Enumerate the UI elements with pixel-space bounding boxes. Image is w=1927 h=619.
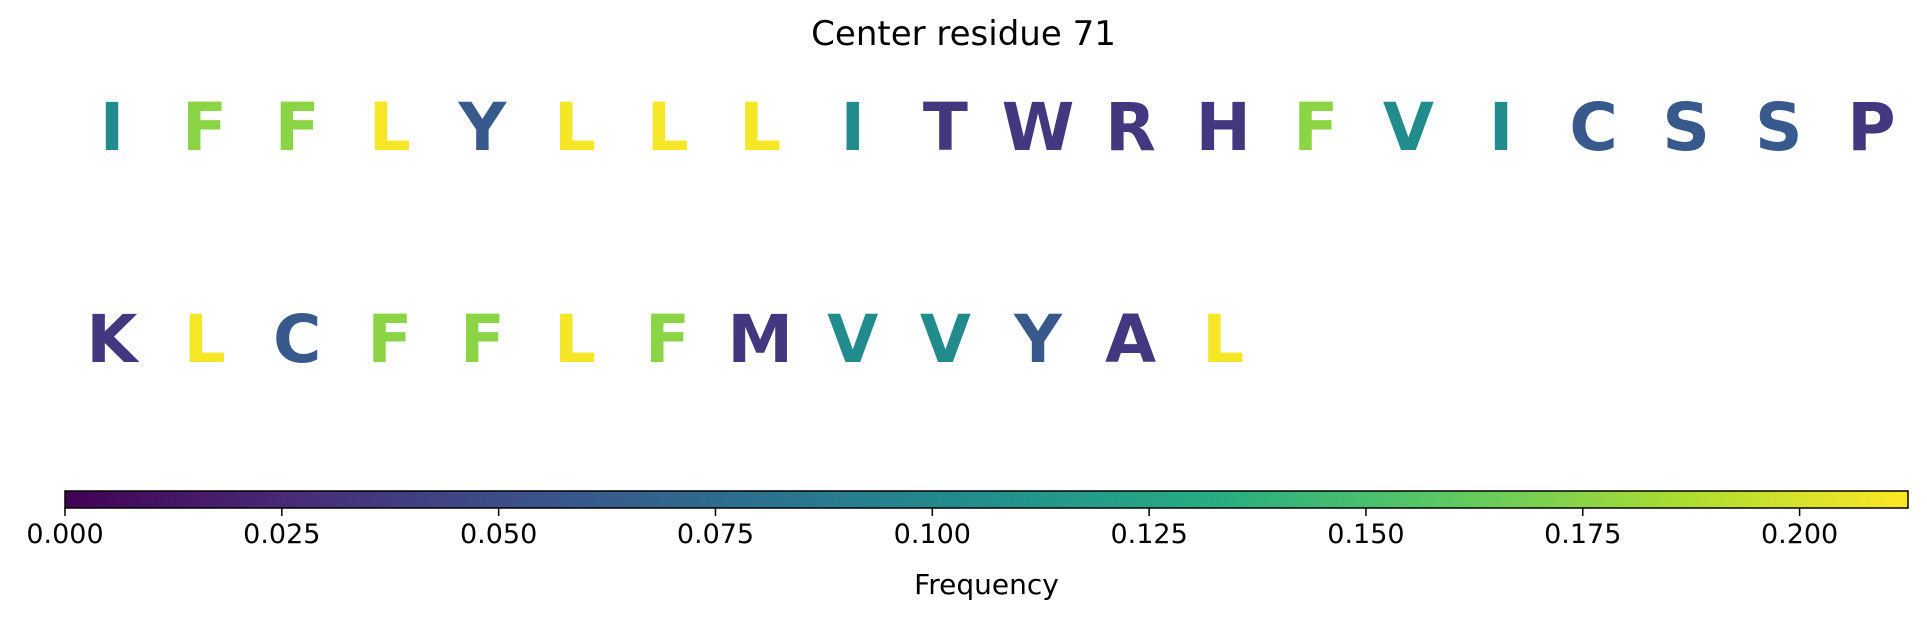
colorbar-tick-label: 0.175 xyxy=(1544,519,1621,550)
residue-letter: I xyxy=(1489,89,1514,166)
colorbar-tick-label: 0.125 xyxy=(1110,519,1187,550)
colorbar-gradient xyxy=(64,490,1909,509)
residue-letter: V xyxy=(827,301,878,378)
residue-letter: F xyxy=(460,301,505,378)
residue-letter: A xyxy=(1105,301,1156,378)
residue-letter: F xyxy=(367,301,412,378)
chart-title: Center residue 71 xyxy=(811,14,1116,54)
colorbar-tick-label: 0.075 xyxy=(677,519,754,550)
residue-letter: M xyxy=(727,301,793,378)
colorbar-tick-label: 0.025 xyxy=(243,519,320,550)
colorbar: 0.000 0.025 0.050 0.075 0.100 0.125 0.150 0.175… xyxy=(26,490,1909,601)
residue-letter: W xyxy=(1002,89,1075,166)
residue-letter: S xyxy=(1662,89,1710,166)
colorbar-tick-label: 0.150 xyxy=(1327,519,1404,550)
residue-letter: L xyxy=(369,89,411,166)
residue-letter: L xyxy=(554,89,596,166)
residue-letter: F xyxy=(275,89,320,166)
residue-letter: F xyxy=(645,301,690,378)
residue-letter: H xyxy=(1196,89,1251,166)
residue-letter: L xyxy=(1202,301,1244,378)
residue-letter: F xyxy=(182,89,227,166)
colorbar-tick-label: 0.200 xyxy=(1761,519,1838,550)
residue-letter: I xyxy=(841,89,866,166)
residue-letter: K xyxy=(86,301,140,378)
residue-letter: T xyxy=(923,89,968,166)
residue-letter: C xyxy=(273,301,321,378)
residue-letter: Y xyxy=(458,89,508,166)
residue-letter: L xyxy=(554,301,596,378)
residue-letter: C xyxy=(1569,89,1617,166)
residue-letter: Y xyxy=(1013,301,1063,378)
residue-letter: F xyxy=(1293,89,1338,166)
residue-letter: V xyxy=(920,301,971,378)
residue-letter: L xyxy=(739,89,781,166)
residue-letter: R xyxy=(1105,89,1156,166)
colorbar-tick-label: 0.000 xyxy=(26,519,103,550)
residue-letter: P xyxy=(1847,89,1895,166)
colorbar-tick-label: 0.050 xyxy=(460,519,537,550)
colorbar-label: Frequency xyxy=(914,568,1059,601)
residue-letter: L xyxy=(184,301,226,378)
residue-letter: V xyxy=(1383,89,1434,166)
colorbar-tick-label: 0.100 xyxy=(894,519,971,550)
residue-letter: S xyxy=(1755,89,1803,166)
residue-letter: I xyxy=(100,89,125,166)
residue-letter: L xyxy=(647,89,689,166)
